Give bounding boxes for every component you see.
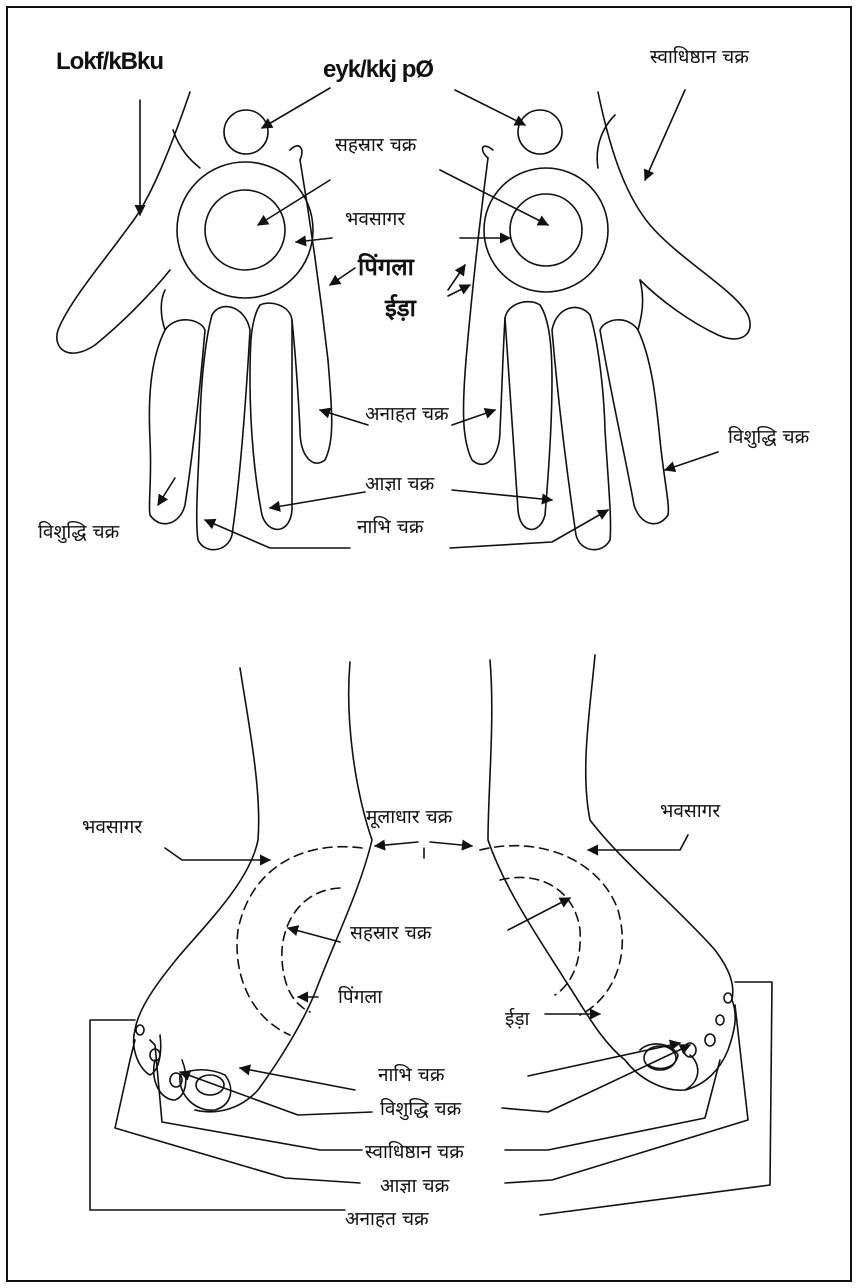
hand-label-anahat: अनाहत चक्र <box>365 405 449 424</box>
hand-label-vishuddhi-right: विशुद्धि चक्र <box>728 428 809 447</box>
foot-label-mooladhara: मूलाधार चक्र <box>366 808 452 827</box>
hand-label-nabhi: नाभि चक्र <box>357 518 423 537</box>
hand-label-svadhishthana: स्वाधिष्ठान चक्र <box>650 48 749 67</box>
hand-label-pingala: पिंगला <box>358 255 414 279</box>
foot-label-anahat: अनाहत चक्र <box>345 1210 429 1229</box>
right-hand-drawing <box>464 92 751 550</box>
hand-label-ida: ईड़ा <box>385 296 416 320</box>
hand-label-sahasrara: सहस्रार चक्र <box>335 136 416 155</box>
foot-label-agnya: आज्ञा चक्र <box>380 1177 449 1196</box>
foot-label-sahasrara: सहस्रार चक्र <box>350 924 431 943</box>
hand-label-vishuddhi-left: विशुद्धि चक्र <box>38 523 119 542</box>
hand-label-left-title: Lokf/kBku <box>56 50 163 74</box>
foot-label-nabhi: नाभि चक्र <box>378 1066 444 1085</box>
foot-label-bhavasagar-right: भवसागर <box>660 802 720 821</box>
hand-label-agnya: आज्ञा चक्र <box>365 475 434 494</box>
left-hand-drawing <box>57 92 332 550</box>
foot-label-svadhishthana: स्वाधिष्ठान चक्र <box>365 1143 464 1162</box>
hand-label-center-title: eyk/kkj pØ <box>323 58 433 82</box>
foot-label-pingala: पिंगला <box>338 988 382 1007</box>
foot-label-vishuddhi: विशुद्धि चक्र <box>380 1100 461 1119</box>
foot-label-bhavasagar-left: भवसागर <box>82 818 142 837</box>
left-foot-drawing <box>134 662 372 1112</box>
hand-label-bhavasagar: भवसागर <box>345 210 405 229</box>
foot-label-ida: ईड़ा <box>505 1010 529 1029</box>
